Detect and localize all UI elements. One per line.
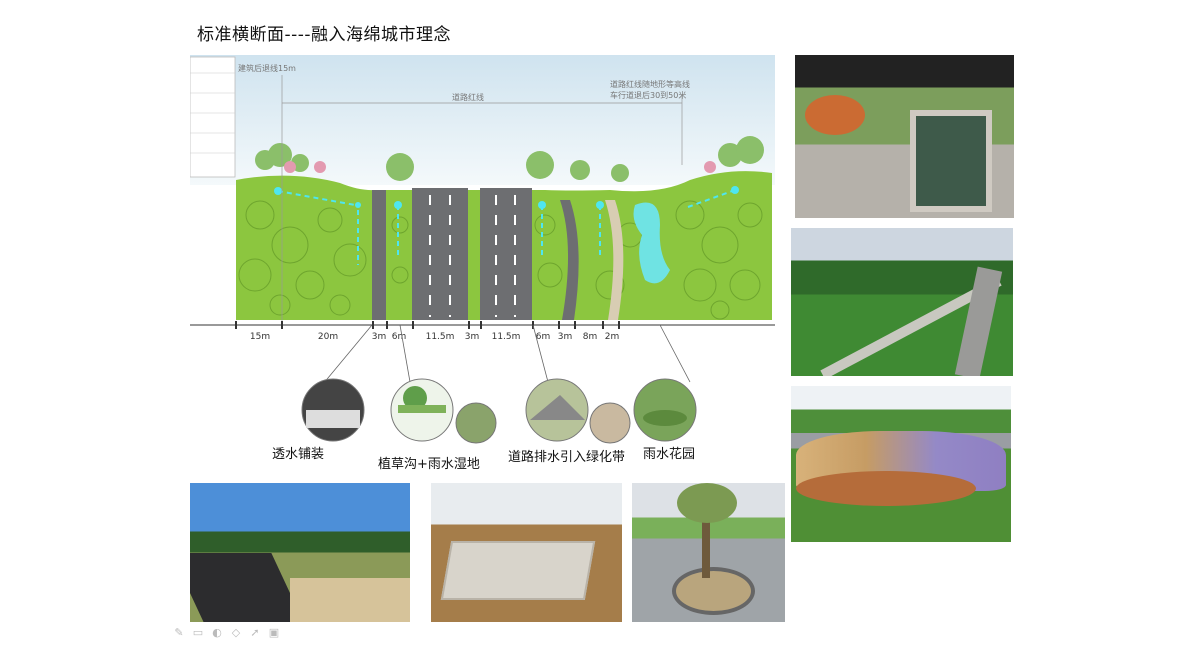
callout-label-grass-swale: 植草沟+雨水湿地: [378, 457, 480, 472]
dim-5: 11.5m: [426, 332, 455, 342]
note-line-1: 道路红线随地形等高线: [610, 79, 690, 89]
bike-lane-left: [372, 190, 386, 320]
dim-7: 11.5m: [492, 332, 521, 342]
carriageway-right: [480, 188, 532, 320]
dim-3: 3m: [372, 332, 387, 342]
photo-planter-drain: [795, 55, 1014, 218]
photo-construction-bed: [431, 483, 622, 622]
highlighter-icon[interactable]: ◇: [231, 626, 241, 639]
callout-rain-garden: [633, 378, 697, 442]
building-outline: [190, 56, 236, 178]
page-title: 标准横断面----融入海绵城市理念: [197, 25, 452, 45]
photo-roadside-planting: [190, 483, 410, 622]
soil-texture: [238, 200, 763, 320]
red-line-label: 道路红线: [452, 92, 484, 102]
cross-section-diagram: 建筑后退线15m 道路红线 道路红线随地形等高线 车行道退后30到50米 15m…: [190, 55, 775, 342]
rain-garden-water: [633, 202, 670, 284]
dim-2: 20m: [318, 332, 338, 342]
dim-6: 3m: [465, 332, 480, 342]
photo-rain-garden-flowers: [791, 386, 1011, 542]
bike-path: [560, 200, 579, 320]
water-flow-arrows: [277, 189, 736, 265]
annotation-toolbar: ✎ ▭ ◐ ◇ ➚ ▣: [172, 626, 281, 640]
dim-1: 15m: [250, 332, 270, 342]
dim-10: 8m: [583, 332, 598, 342]
setback-label: 建筑后退线15m: [238, 63, 296, 73]
trees: [255, 136, 764, 182]
callout-road-drainage: [525, 378, 631, 444]
dim-8: 6m: [536, 332, 551, 342]
callout-permeable-paving: [301, 378, 365, 442]
walk-path: [605, 200, 624, 320]
camera-icon[interactable]: ▣: [268, 626, 280, 639]
callout-grass-swale: [390, 378, 497, 444]
keyboard-icon[interactable]: ▭: [192, 626, 204, 639]
dim-11: 2m: [605, 332, 620, 342]
photo-grass-swale: [791, 228, 1013, 376]
median: [468, 190, 480, 320]
carriageway-left: [412, 188, 468, 320]
callout-label-permeable-paving: 透水铺装: [272, 447, 325, 462]
eraser-icon[interactable]: ◐: [212, 626, 222, 639]
callout-label-rain-garden: 雨水花园: [643, 447, 696, 462]
dim-9: 3m: [558, 332, 573, 342]
note-line-2: 车行道退后30到50米: [610, 90, 686, 100]
pen-icon[interactable]: ✎: [174, 626, 184, 639]
callout-label-road-drainage: 道路排水引入绿化带: [508, 450, 626, 465]
dim-4: 6m: [392, 332, 407, 342]
photo-tree-pit-plaza: [632, 483, 785, 622]
pointer-icon[interactable]: ➚: [250, 626, 260, 639]
